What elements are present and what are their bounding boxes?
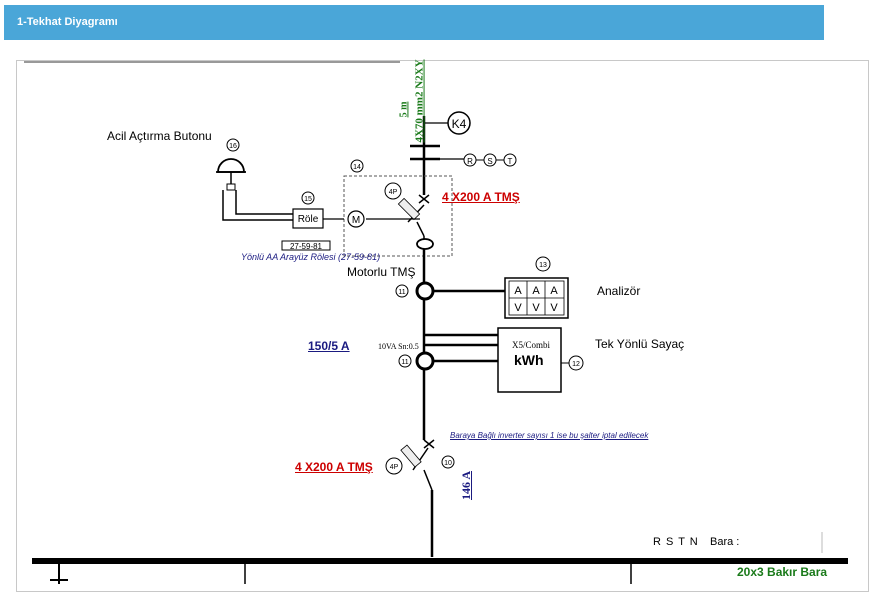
meter-type: X5/Combi (512, 340, 551, 350)
num-13-text: 13 (539, 262, 547, 269)
num-10-text: 10 (444, 460, 452, 467)
analyzer-cell-2: A (532, 285, 540, 297)
relay-box (292, 208, 324, 229)
ct2-circle (415, 351, 435, 371)
motor-unit-dashed-box (343, 175, 453, 257)
page-title: 1-Tekhat Diyagramı (17, 16, 118, 28)
num-11a (395, 284, 409, 298)
inverter-note: Baraya Bağlı inverter sayısı 1 ise bu şa… (450, 431, 649, 440)
diagram-panel (16, 60, 869, 592)
num-15-text: 15 (304, 196, 312, 203)
current-label-wrap: 146 A (459, 471, 474, 500)
ct-spec: 10VA Sn:0.5 (378, 342, 419, 351)
num-11b (398, 354, 412, 368)
cable-length-text: 5 m (398, 101, 410, 118)
relay-code-box (281, 240, 331, 251)
phase-r-label: R (467, 157, 473, 166)
meter-unit: kWh (514, 352, 544, 368)
k4-circle (447, 111, 471, 135)
header-bar: 1-Tekhat Diyagramı (4, 5, 824, 40)
cable-label: 4X70 mm2 N2XY (414, 59, 426, 142)
k4-label: K4 (452, 117, 467, 131)
cable-spec: 4X70 mm2 N2XY (413, 59, 426, 143)
motor-coil (416, 238, 434, 250)
emergency-button-label: Acil Açtırma Butonu (107, 129, 212, 143)
motorized-mcb-label: Motorlu TMŞ (347, 265, 416, 279)
current-label: 146 A (459, 470, 474, 501)
ct-ratio: 150/5 A (308, 339, 350, 353)
emergency-button-dome (217, 158, 245, 173)
phase-t-label: T (508, 157, 513, 166)
breaker-bottom-label: 4 X200 A TMŞ (295, 460, 373, 474)
num-14-text: 14 (353, 164, 361, 171)
num-16 (226, 138, 240, 152)
cable-length: 5 m (398, 102, 409, 118)
motor-m-circle (347, 210, 365, 228)
analyzer-label: Analizör (597, 284, 641, 298)
num-11a-text: 11 (398, 289, 405, 296)
meter-label: Tek Yönlü Sayaç (595, 337, 685, 351)
motor-m-label: M (352, 215, 360, 226)
num-13 (535, 256, 551, 272)
num-14 (350, 159, 364, 173)
pole-4p-top-text: 4P (389, 189, 398, 196)
analyzer-cell-5: V (532, 302, 540, 314)
analyzer-cell-3: A (550, 285, 558, 297)
analyzer-cell-1: A (514, 285, 522, 297)
pole-4p-top (384, 182, 402, 200)
num-16-text: 16 (229, 143, 237, 150)
pole-4p-bottom (385, 457, 403, 475)
num-11b-text: 11 (401, 359, 408, 366)
relay-label: Röle (298, 214, 319, 225)
breaker-top-label: 4 X200 A TMŞ (442, 190, 520, 204)
busbar-label: 20x3 Bakır Bara (737, 565, 828, 579)
breaker-top-contacts (397, 197, 421, 221)
num-12-text: 12 (572, 361, 580, 368)
phase-s-label: S (487, 157, 492, 166)
ct1-circle (415, 281, 435, 301)
bara-label: Bara : (710, 536, 740, 548)
num-15 (301, 191, 315, 205)
breaker-bottom-contacts (400, 444, 422, 468)
num-10 (441, 455, 455, 469)
relay-description: Yönlü AA Arayüz Rölesi (27-59-81) (241, 252, 381, 262)
meter-box (497, 327, 562, 393)
emergency-wire (222, 190, 293, 221)
analyzer-cell-4: V (514, 302, 522, 314)
relay-code-text: 27-59-81 (290, 242, 323, 251)
rstn-label: R S T N (653, 536, 699, 548)
analyzer-cell-6: V (550, 302, 558, 314)
pole-4p-bottom-text: 4P (390, 464, 399, 471)
